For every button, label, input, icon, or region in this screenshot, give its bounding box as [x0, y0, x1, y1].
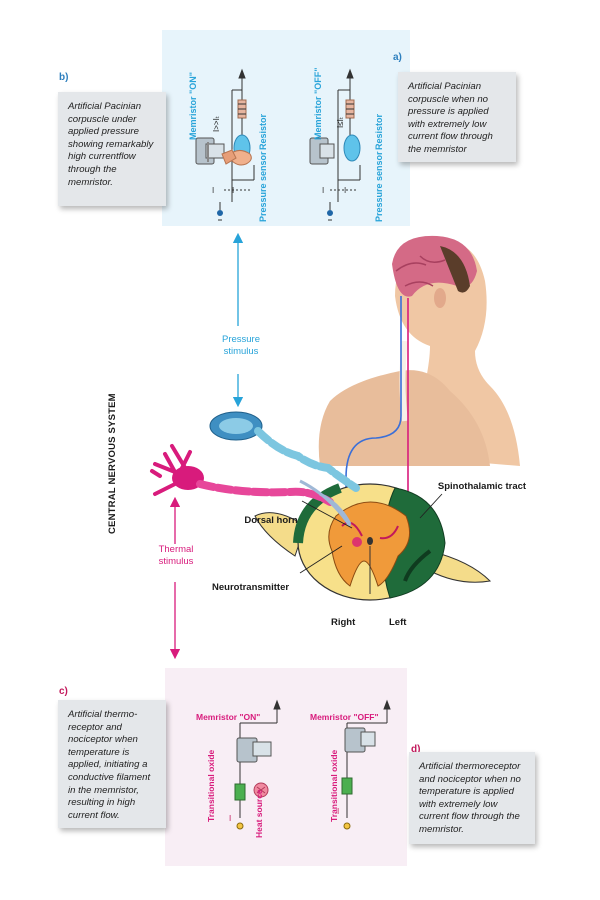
memristor-device-off — [309, 137, 335, 165]
pressure-sensor-label-on: Pressure sensor — [258, 151, 268, 222]
svg-text:I: I — [229, 814, 231, 823]
current-formula-on: I>>Iₜ — [212, 115, 221, 132]
svg-text:I: I — [344, 186, 346, 195]
memristor-device-on — [195, 137, 225, 165]
svg-text:I: I — [212, 186, 214, 195]
current-formula-off: I≤Iₜ — [336, 116, 345, 128]
svg-text:I: I — [322, 186, 324, 195]
resistor-label-on: Resistor — [258, 113, 268, 150]
thermoreceptor-neuron — [150, 444, 334, 506]
pressure-circuit-panel — [162, 30, 410, 226]
pressure-circuit-on — [219, 68, 255, 210]
left-label: Left — [389, 617, 407, 628]
pressure-sensor-idle — [343, 134, 361, 162]
right-label: Right — [331, 617, 356, 628]
thermal-memristor-off-label: Memristor "OFF" — [310, 712, 379, 722]
heat-source-label: Heat source — [254, 789, 264, 838]
panel-c-note: Artificial thermo-receptor and nocicepto… — [58, 700, 166, 828]
panel-d-tag: d) — [411, 744, 421, 755]
svg-text:I: I — [232, 186, 234, 195]
cns-label: CENTRAL NERVOUS SYSTEM — [107, 393, 118, 534]
pressure-circuits-drawing: I I I I — [195, 68, 361, 221]
spinal-cord-section — [254, 483, 492, 601]
transitional-oxide-on-label: Transitional oxide — [206, 749, 216, 822]
nervous-system-illustration — [150, 232, 520, 660]
neurotransmitter-label: Neurotransmitter — [212, 582, 290, 593]
pressure-sensor-pressed — [221, 134, 252, 166]
spinothalamic-tract-label: Spinothalamic tract — [437, 481, 527, 492]
afferent-fibers — [299, 479, 352, 527]
panel-b-note: Artificial Pacinian corpuscle under appl… — [58, 92, 166, 206]
thermal-circuits-drawing: I I — [229, 699, 391, 830]
thermal-memristor-off — [341, 727, 376, 795]
pressure-circuit-off — [329, 68, 361, 210]
memristor-on-label: Memristor "ON" — [188, 71, 198, 140]
resistor-label-off: Resistor — [374, 113, 384, 150]
dorsal-horn-label: Dorsal horn — [244, 515, 298, 526]
panel-c-tag: c) — [59, 686, 68, 697]
heat-source — [253, 782, 269, 798]
thermal-circuit-panel — [165, 668, 407, 866]
pressure-sensor-label-off: Pressure sensor — [374, 151, 384, 222]
svg-text:I: I — [337, 807, 339, 816]
pressure-stimulus-label: Pressure stimulus — [221, 334, 260, 357]
pacinian-corpuscle-receptor — [209, 411, 360, 492]
panel-a-tag: a) — [393, 52, 402, 63]
transitional-oxide-off-label: Transitional oxide — [329, 749, 339, 822]
panel-d-note: Artificial thermoreceptor and nociceptor… — [409, 752, 535, 844]
panel-a-note: Artificial Pacinian corpuscle when no pr… — [398, 72, 516, 162]
ascending-nerve-blue — [345, 296, 402, 500]
thermal-stimulus-label: Thermal stimulus — [158, 544, 194, 567]
thermal-memristor-on-label: Memristor "ON" — [196, 712, 261, 722]
thermal-memristor-on — [234, 737, 272, 801]
memristor-off-label: Memristor "OFF" — [313, 67, 323, 140]
panel-b-tag: b) — [59, 72, 69, 83]
human-head-figure — [318, 235, 520, 466]
